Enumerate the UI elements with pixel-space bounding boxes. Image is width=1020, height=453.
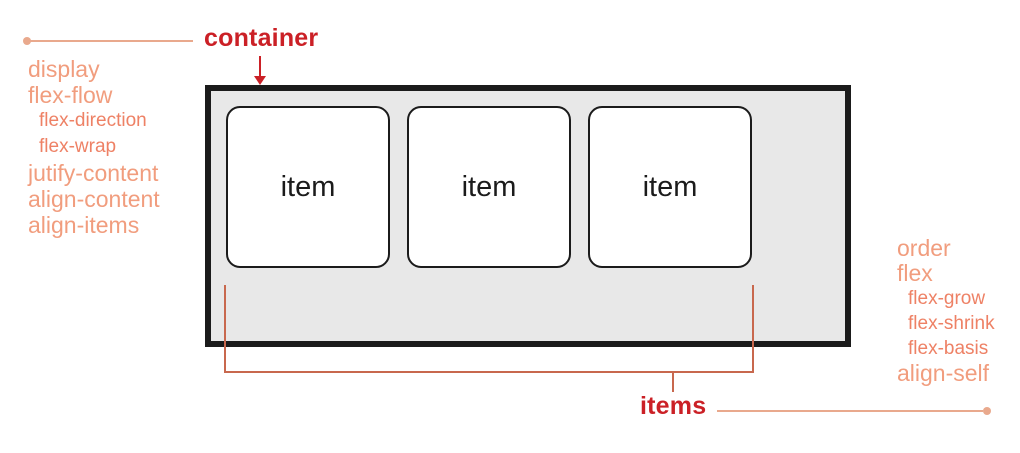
property-label: align-items xyxy=(28,212,140,238)
container-callout-label: container xyxy=(204,24,319,52)
container-arrow-down-icon xyxy=(254,76,266,85)
flex-item-box: item xyxy=(407,106,571,268)
items-bracket xyxy=(224,285,754,373)
flex-item-box: item xyxy=(226,106,390,268)
leader-line-items xyxy=(717,410,983,412)
property-label: flex xyxy=(897,260,933,286)
item-properties-list: order flex flex-grow flex-shrink flex-ba… xyxy=(897,236,995,386)
leader-dot-right xyxy=(983,407,991,415)
leader-line-container xyxy=(30,40,193,42)
property-label: align-content xyxy=(28,186,160,212)
property-label: flex-shrink xyxy=(908,313,995,334)
property-label: jutify-content xyxy=(28,160,159,186)
property-label: flex-basis xyxy=(908,338,989,359)
property-label: display xyxy=(28,56,100,82)
property-label: flex-wrap xyxy=(39,136,117,157)
property-label: order xyxy=(897,235,951,261)
container-arrow-line xyxy=(259,56,261,77)
property-label: flex-grow xyxy=(908,288,986,309)
property-label: align-self xyxy=(897,360,990,386)
leader-dot-left xyxy=(23,37,31,45)
flex-item-box: item xyxy=(588,106,752,268)
container-properties-list: display flex-flow flex-direction flex-wr… xyxy=(28,56,160,238)
property-label: flex-flow xyxy=(28,82,113,108)
property-label: flex-direction xyxy=(39,110,147,131)
items-bracket-stem xyxy=(672,371,674,392)
items-callout-label: items xyxy=(640,392,707,420)
flex-container-box: item item item xyxy=(205,85,851,347)
